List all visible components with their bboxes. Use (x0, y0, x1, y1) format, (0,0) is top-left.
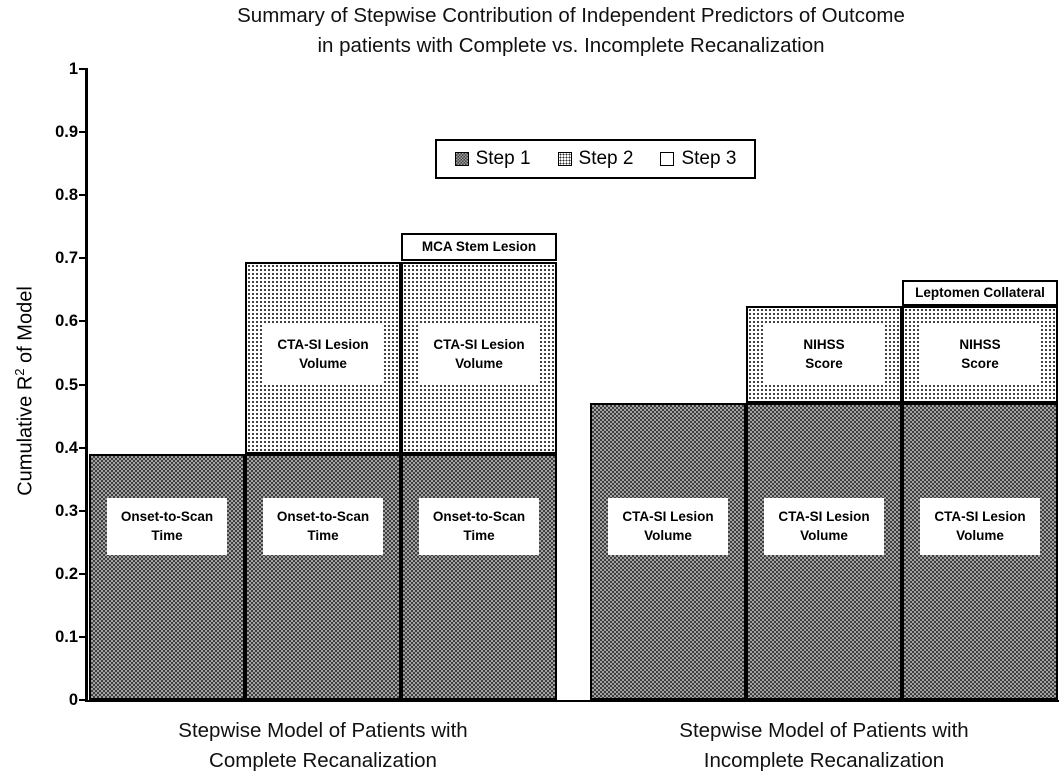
bar-segment-step3: MCA Stem Lesion (401, 233, 557, 262)
y-axis-tick-label: 0.7 (55, 249, 78, 268)
step2-pattern-swatch-icon (557, 152, 572, 166)
step1-pattern-swatch-icon (454, 152, 469, 166)
y-axis-tick (79, 320, 88, 323)
legend-item-step1: Step 1 (454, 148, 531, 170)
x-axis-line (85, 700, 1059, 702)
bar-segment-step3: Leptomen Collateral (902, 280, 1058, 306)
y-axis-tick-label: 0.1 (55, 627, 78, 646)
y-axis-tick (79, 699, 88, 701)
y-axis-tick (79, 194, 88, 197)
step3-pattern-swatch-icon (660, 152, 675, 166)
y-axis-tick-label: 0 (68, 691, 78, 709)
chart-title-line2: in patients with Complete vs. Incomplete… (317, 34, 825, 57)
legend-label-step2: Step 2 (578, 148, 634, 169)
y-axis-tick-label: 1 (68, 60, 78, 78)
x-group-label-incomplete-line1: Stepwise Model of Patients with (679, 719, 969, 742)
y-axis-title-superscript: 2 (12, 368, 27, 376)
segment-label: MCA Stem Lesion (421, 238, 537, 254)
y-axis-tick-label: 0.2 (55, 564, 78, 583)
segment-label: Leptomen Collateral (915, 284, 1045, 300)
y-axis-tick (79, 257, 88, 260)
y-axis-tick-label: 0.9 (55, 123, 78, 142)
x-group-label-complete-line2: Complete Recanalization (209, 749, 437, 772)
bar-segment-step2 (245, 261, 401, 454)
legend-item-step3: Step 3 (660, 148, 736, 170)
bar-segment-step1 (401, 453, 557, 700)
chart-title: Summary of Stepwise Contribution of Inde… (90, 1, 1052, 61)
y-axis-tick-label: 0.3 (55, 501, 78, 520)
y-axis-tick (79, 635, 88, 638)
chart-title-line1: Summary of Stepwise Contribution of Inde… (237, 4, 905, 27)
x-group-label-incomplete-line2: Incomplete Recanalization (703, 749, 945, 772)
y-axis-tick (79, 572, 88, 575)
bar-segment-step1 (245, 453, 401, 700)
y-axis-tick (79, 68, 88, 70)
y-axis-tick-label: 0.5 (55, 375, 78, 394)
legend-label-step3: Step 3 (681, 148, 737, 169)
x-group-label-incomplete: Stepwise Model of Patients with Incomple… (590, 716, 1058, 776)
y-axis-tick (79, 131, 88, 134)
x-group-label-complete-line1: Stepwise Model of Patients with (178, 719, 468, 742)
y-axis-tick-label: 0.4 (55, 438, 78, 457)
bar-segment-step1 (89, 453, 245, 700)
y-axis-tick (79, 383, 88, 386)
y-axis-tick-label: 0.6 (55, 312, 78, 331)
y-axis-tick (79, 509, 88, 512)
x-group-label-complete: Stepwise Model of Patients with Complete… (90, 716, 556, 776)
legend-item-step2: Step 2 (557, 148, 634, 170)
y-axis-tick-label: 0.8 (55, 186, 78, 205)
legend: Step 1 Step 2 Step 3 (435, 139, 756, 179)
y-axis-tick (79, 446, 88, 449)
legend-label-step1: Step 1 (475, 148, 531, 169)
